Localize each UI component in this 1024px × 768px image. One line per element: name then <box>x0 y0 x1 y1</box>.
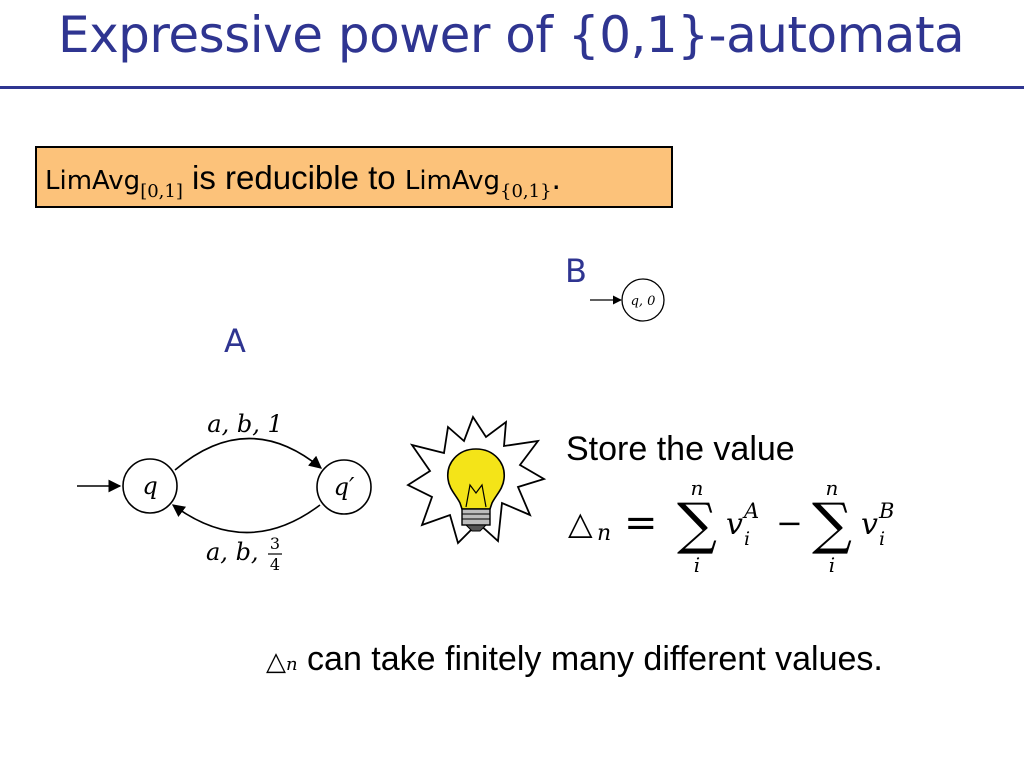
edge-q-prime-to-q <box>171 504 321 534</box>
edge-bottom-label: a, b, <box>206 538 259 566</box>
formula-v-a: v <box>726 507 743 542</box>
formula-sum-1-bottom: i <box>694 553 700 577</box>
statement-middle: is reducible to <box>182 159 405 196</box>
slide-title: Expressive power of {0,1}-automata <box>58 6 965 64</box>
statement-line: LimAvg[0,1] is reducible to LimAvg{0,1}. <box>45 159 561 202</box>
state-q-prime-label: q′ <box>334 473 355 501</box>
formula-minus: − <box>776 504 803 542</box>
formula-sum-1-sign: ∑ <box>677 492 717 557</box>
formula-sum-2-sign: ∑ <box>812 492 852 557</box>
limavg-right: LimAvg <box>404 166 501 196</box>
formula-sum-2-bottom: i <box>829 553 835 577</box>
formula-delta-subscript: n <box>597 521 611 546</box>
automaton-b-label: B <box>565 252 587 290</box>
edge-bottom-fraction-den: 4 <box>270 555 280 574</box>
limavg-left: LimAvg <box>45 166 141 196</box>
lightbulb-icon <box>406 415 547 545</box>
conclusion-text: can take finitely many different values. <box>297 640 883 678</box>
state-q <box>122 458 178 514</box>
state-q-label: q <box>142 472 157 500</box>
statement-box: LimAvg[0,1] is reducible to LimAvg{0,1}. <box>35 146 673 208</box>
conclusion-delta-subscript: n <box>286 654 298 675</box>
formula-v-b-subscript: i <box>879 528 885 550</box>
statement-end: . <box>551 159 561 196</box>
state-q-prime <box>316 459 372 515</box>
lightbulb-tip <box>464 524 488 532</box>
formula-v-a-subscript: i <box>744 528 750 550</box>
conclusion-line: △n can take finitely many different valu… <box>266 640 883 679</box>
limavg-left-subscript: [0,1] <box>140 181 183 202</box>
formula-sum-1-top: n <box>691 476 704 500</box>
formula-v-a-superscript: A <box>742 499 759 523</box>
formula-delta: △ <box>568 504 593 542</box>
formula-sum-2-top: n <box>826 476 839 500</box>
lightbulb-filament <box>465 483 487 508</box>
formula-v-b: v <box>861 507 878 542</box>
automaton-a-label: A <box>224 322 246 360</box>
automaton-b-state <box>621 278 665 322</box>
edge-q-to-q-prime <box>174 437 322 471</box>
edge-bottom-fraction-num: 3 <box>270 534 280 553</box>
store-value-text: Store the value <box>566 430 795 468</box>
limavg-right-subscript: {0,1} <box>500 181 552 202</box>
conclusion-delta: △ <box>266 647 286 677</box>
formula-v-b-superscript: B <box>878 499 894 523</box>
edge-top-label: a, b, 1 <box>207 410 282 438</box>
formula-equals: = <box>624 500 658 546</box>
automaton-b-state-label: q, 0 <box>631 294 656 309</box>
title-divider <box>0 86 1024 89</box>
